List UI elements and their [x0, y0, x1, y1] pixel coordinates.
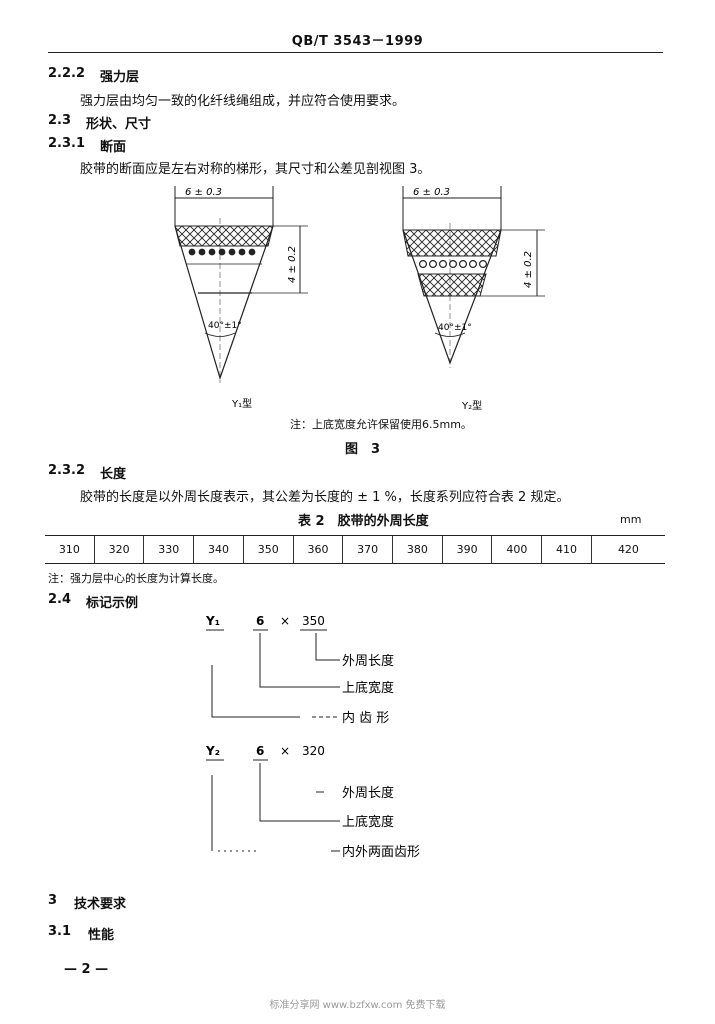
table-cell: 340: [194, 536, 244, 563]
section-2-3-2-body: 胶带的长度是以外周长度表示，其公差为长度的 ± 1 %，长度系列应符合表 2 规…: [80, 490, 570, 505]
figure-note: 注：上底宽度允许保留使用6.5mm。: [290, 418, 472, 431]
figure-3-cross-sections: 6 ± 0.3 4 ± 0.2 40°±1° 6 ± 0.3 4 ± 0.2 4…: [174, 186, 545, 412]
section-2-3-number: 2.3: [48, 113, 72, 128]
section-3-1-number: 3.1: [48, 924, 72, 939]
ex2-times: ×: [280, 744, 290, 758]
table-cell: 330: [144, 536, 195, 563]
section-2-3-1-number: 2.3.1: [48, 136, 86, 151]
section-2-3-1-title: 断面: [100, 140, 127, 155]
table-cell: 370: [343, 536, 394, 563]
y1-angle-label: 40°±1°: [208, 321, 242, 331]
section-2-3-2-title: 长度: [100, 467, 127, 482]
table-2-note: 注：强力层中心的长度为计算长度。: [48, 572, 224, 585]
section-2-2-2-body: 强力层由均匀一致的化纤线绳组成，并应符合使用要求。: [80, 94, 406, 109]
section-y2-drawing: [402, 186, 545, 368]
ex2-length: 320: [302, 744, 325, 758]
table-2-title: 表 2 胶带的外周长度: [298, 514, 429, 529]
table-cell: 400: [492, 536, 543, 563]
table-cell: 390: [443, 536, 493, 563]
y2-height-label: 4 ± 0.2: [523, 251, 534, 288]
table-cell: 380: [393, 536, 443, 563]
ex1-width-label: 上底宽度: [342, 680, 394, 696]
y1-type-label: Y₁型: [231, 397, 252, 410]
table-cell: 350: [244, 536, 294, 563]
y2-angle-label: 40°±1°: [438, 323, 472, 333]
table-2-lengths: 310 320 330 340 350 360 370 380 390 400 …: [45, 535, 665, 564]
section-2-3-1-body: 胶带的断面应是左右对称的梯形，其尺寸和公差见剖视图 3。: [80, 162, 431, 177]
marking-example-diagram: Y₁ 6 × 350 外周长度 上底宽度 内 齿 形 Y₂ 6 × 320 外周…: [205, 614, 420, 860]
ex1-type-label: 内 齿 形: [342, 710, 389, 726]
table-cell: 320: [95, 536, 145, 563]
section-2-4-title: 标记示例: [86, 596, 139, 611]
y2-type-label: Y₂型: [461, 399, 482, 412]
section-3-title: 技术要求: [74, 897, 127, 912]
ex2-width-label: 上底宽度: [342, 814, 394, 830]
table-cell: 360: [294, 536, 344, 563]
ex1-width: 6: [256, 614, 264, 628]
section-y1-drawing: [174, 186, 308, 383]
ex1-length-label: 外周长度: [342, 653, 394, 669]
table-cell: 410: [542, 536, 592, 563]
y2-width-label: 6 ± 0.3: [413, 187, 450, 198]
section-3-1-title: 性能: [88, 928, 115, 943]
ex2-width: 6: [256, 744, 264, 758]
ex2-length-label: 外周长度: [342, 785, 394, 801]
page-number: — 2 —: [64, 962, 109, 977]
standard-number: QB/T 3543－1999: [291, 34, 424, 49]
table-2-unit: mm: [620, 513, 642, 526]
ex1-type: Y₁: [205, 614, 220, 628]
section-3-number: 3: [48, 893, 58, 908]
section-2-2-2-title: 强力层: [100, 70, 140, 85]
ex1-times: ×: [280, 614, 290, 628]
section-2-2-2-number: 2.2.2: [48, 66, 86, 81]
y1-height-label: 4 ± 0.2: [287, 246, 298, 283]
table-cell: 420: [617, 543, 639, 556]
section-2-3-2-number: 2.3.2: [48, 463, 86, 478]
ex2-type: Y₂: [205, 744, 220, 758]
section-2-4-number: 2.4: [48, 592, 72, 607]
figure-caption: 图 3: [345, 442, 381, 457]
y1-width-label: 6 ± 0.3: [185, 187, 222, 198]
section-2-3-title: 形状、尺寸: [86, 117, 152, 132]
ex1-length: 350: [302, 614, 325, 628]
table-cell: 310: [45, 536, 95, 563]
ex2-type-label: 内外两面齿形: [342, 844, 420, 860]
footer-watermark: 标准分享网 www.bzfxw.com 免费下载: [269, 1000, 446, 1011]
header-rule: [48, 52, 663, 53]
